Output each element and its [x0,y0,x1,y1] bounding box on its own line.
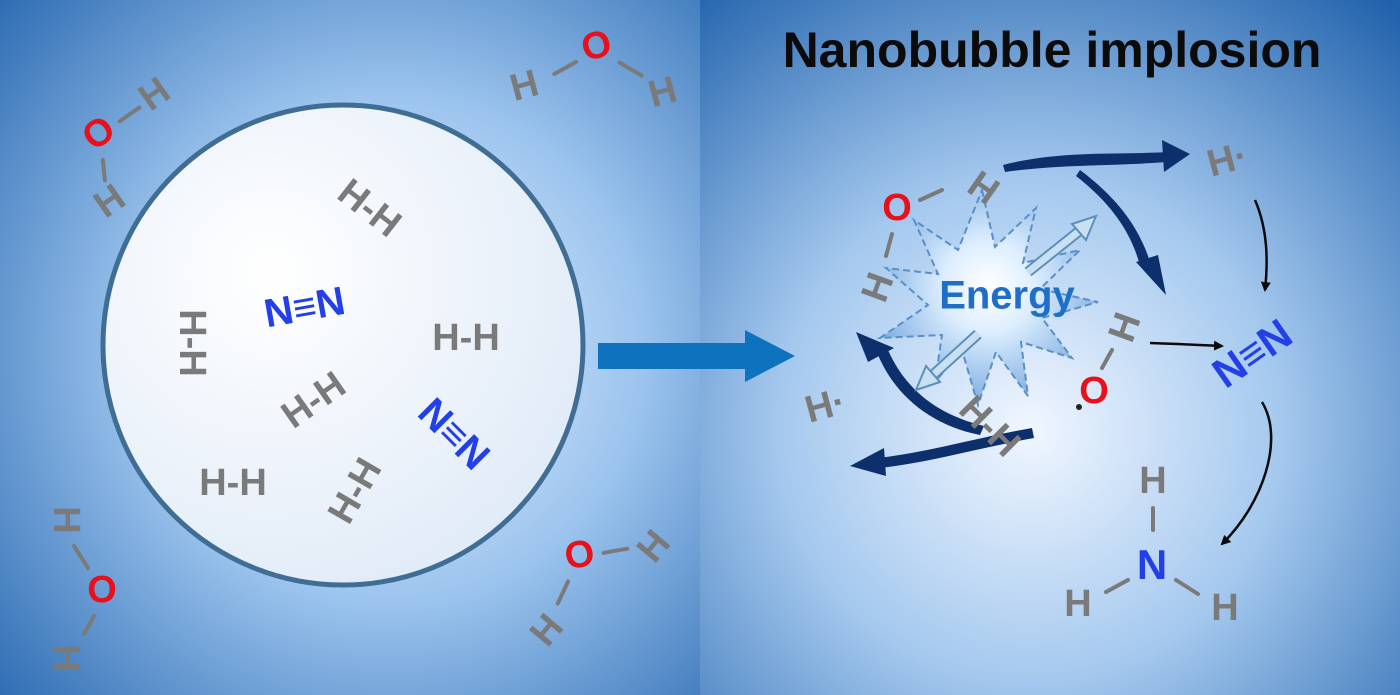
energy-starburst [876,186,1099,409]
hydrogen-atom: H [45,644,87,671]
hydrogen-atom: H [1139,460,1166,502]
diagram-title: Nanobubble implosion [783,22,1322,78]
transition-arrow [598,330,795,382]
hydrogen-atom: H [45,506,87,533]
curved-arrow-left-down [850,428,1034,476]
water-molecule: H O H [45,506,117,671]
hydrogen-atom: H [1064,583,1091,625]
oxygen-atom: O [87,569,117,611]
nanobubble-circle [100,102,586,588]
h2-molecule: H-H [171,309,213,377]
curved-arrow-down [1076,170,1166,295]
curved-arrow-left-up [856,332,984,435]
h2-molecule: H-H [199,462,267,504]
hydrogen-atom: H [1211,587,1238,629]
curved-arrow-top [1003,140,1190,172]
energy-arrow-up-right [1024,214,1098,277]
arrow-h-to-n2 [1253,199,1271,292]
arrow-n2-to-nh3 [1220,401,1273,546]
arrow-oh-to-n2 [1149,340,1224,351]
h2-molecule: H-H [432,317,500,359]
radical-dot [1076,404,1082,410]
energy-label: Energy [939,274,1075,318]
ammonia-molecule: H N H H [1064,460,1238,629]
nitrogen-atom: N [1137,541,1167,588]
oxygen-atom: O [561,532,597,578]
oxygen-atom: O [882,187,912,229]
oxygen-atom: O [1079,370,1109,412]
energy-arrow-down-left [914,329,982,392]
